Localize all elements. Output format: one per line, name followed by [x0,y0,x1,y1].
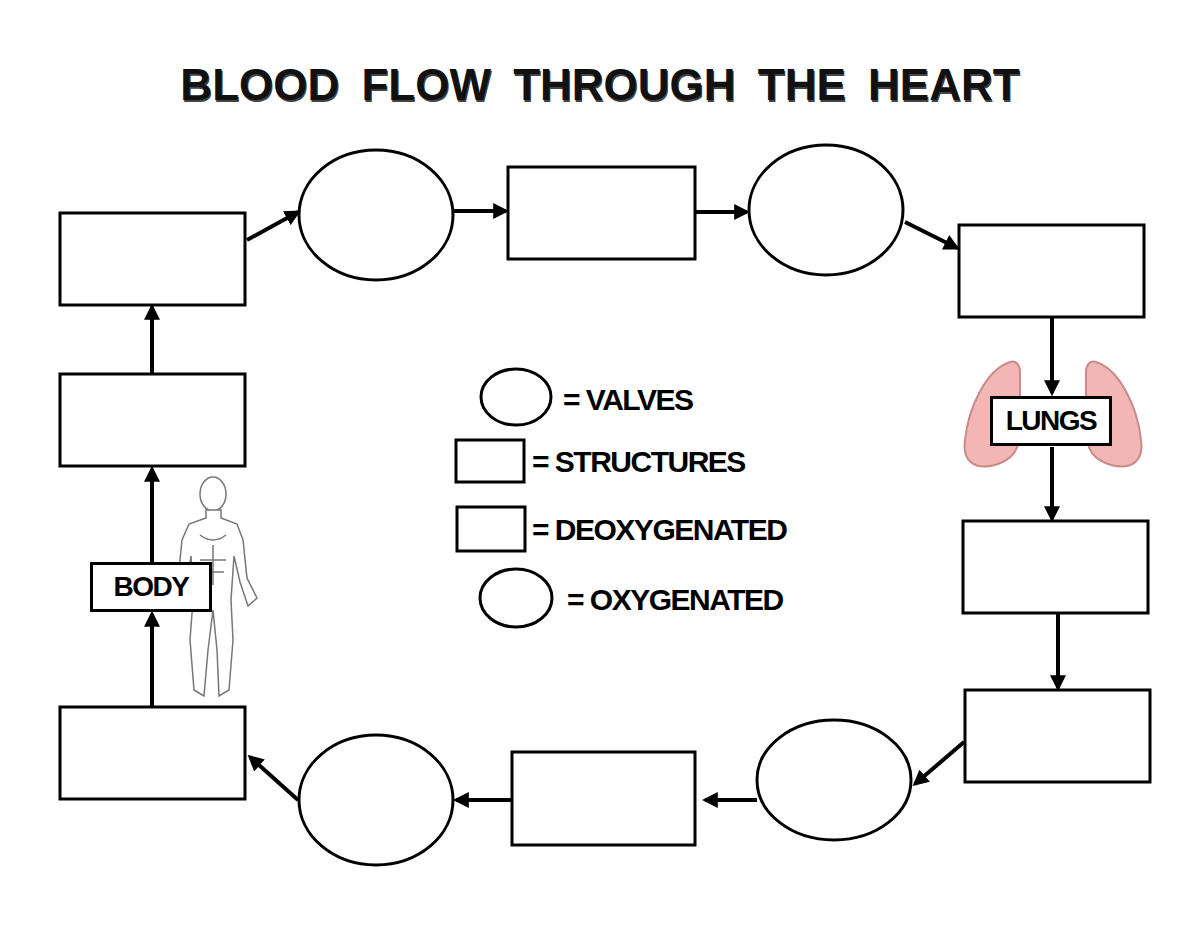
figure-head [200,477,226,511]
blank-structure-box [959,225,1144,317]
blank-valve-circle [299,735,453,865]
flow-arrow [905,222,957,248]
flow-arrow [250,757,298,800]
legend-swatch [478,366,554,428]
flow-arrow [454,209,506,213]
lungs-illustration [965,361,1142,466]
legend-ellipse [481,369,551,425]
blank-valve-circle [749,145,903,275]
blank-valve-circle [299,150,453,280]
node-label: LUNGS [1006,405,1097,437]
lungs-label-box: LUNGS [990,396,1112,446]
legend-rectangle [456,440,524,482]
flow-arrow [150,307,154,374]
flow-arrow [696,210,747,214]
blank-structure-box [963,521,1148,613]
flow-arrow [915,742,964,784]
flow-arrow [1050,318,1054,393]
flow-arrow [247,212,298,240]
diagram-title: BLOOD FLOW THROUGH THE HEART [0,60,1200,110]
body-label-box: BODY [90,562,212,612]
legend-swatch [454,504,528,554]
blank-structure-box [60,374,245,466]
blank-structure-box [60,707,245,799]
flow-arrow [1056,614,1060,688]
flow-arrow [150,469,154,562]
blank-structure-box [508,167,695,259]
legend-ellipse [480,569,552,627]
legend-label: = STRUCTURES [532,444,745,480]
flow-arrow [1050,447,1054,519]
legend-label: = DEOXYGENATED [532,512,786,548]
flow-arrow [456,798,511,802]
legend-label: = OXYGENATED [567,582,783,618]
node-label: BODY [114,571,189,603]
legend-rectangle [457,507,525,551]
blank-structure-box [965,690,1150,782]
flow-arrow [705,798,757,802]
blank-structure-box [512,752,695,845]
blank-structure-box [60,213,245,305]
legend-swatch [453,437,527,485]
legend-label: = VALVES [563,382,692,418]
legend-swatch [477,566,555,630]
blank-valve-circle [757,720,911,840]
flow-arrow [150,614,154,707]
